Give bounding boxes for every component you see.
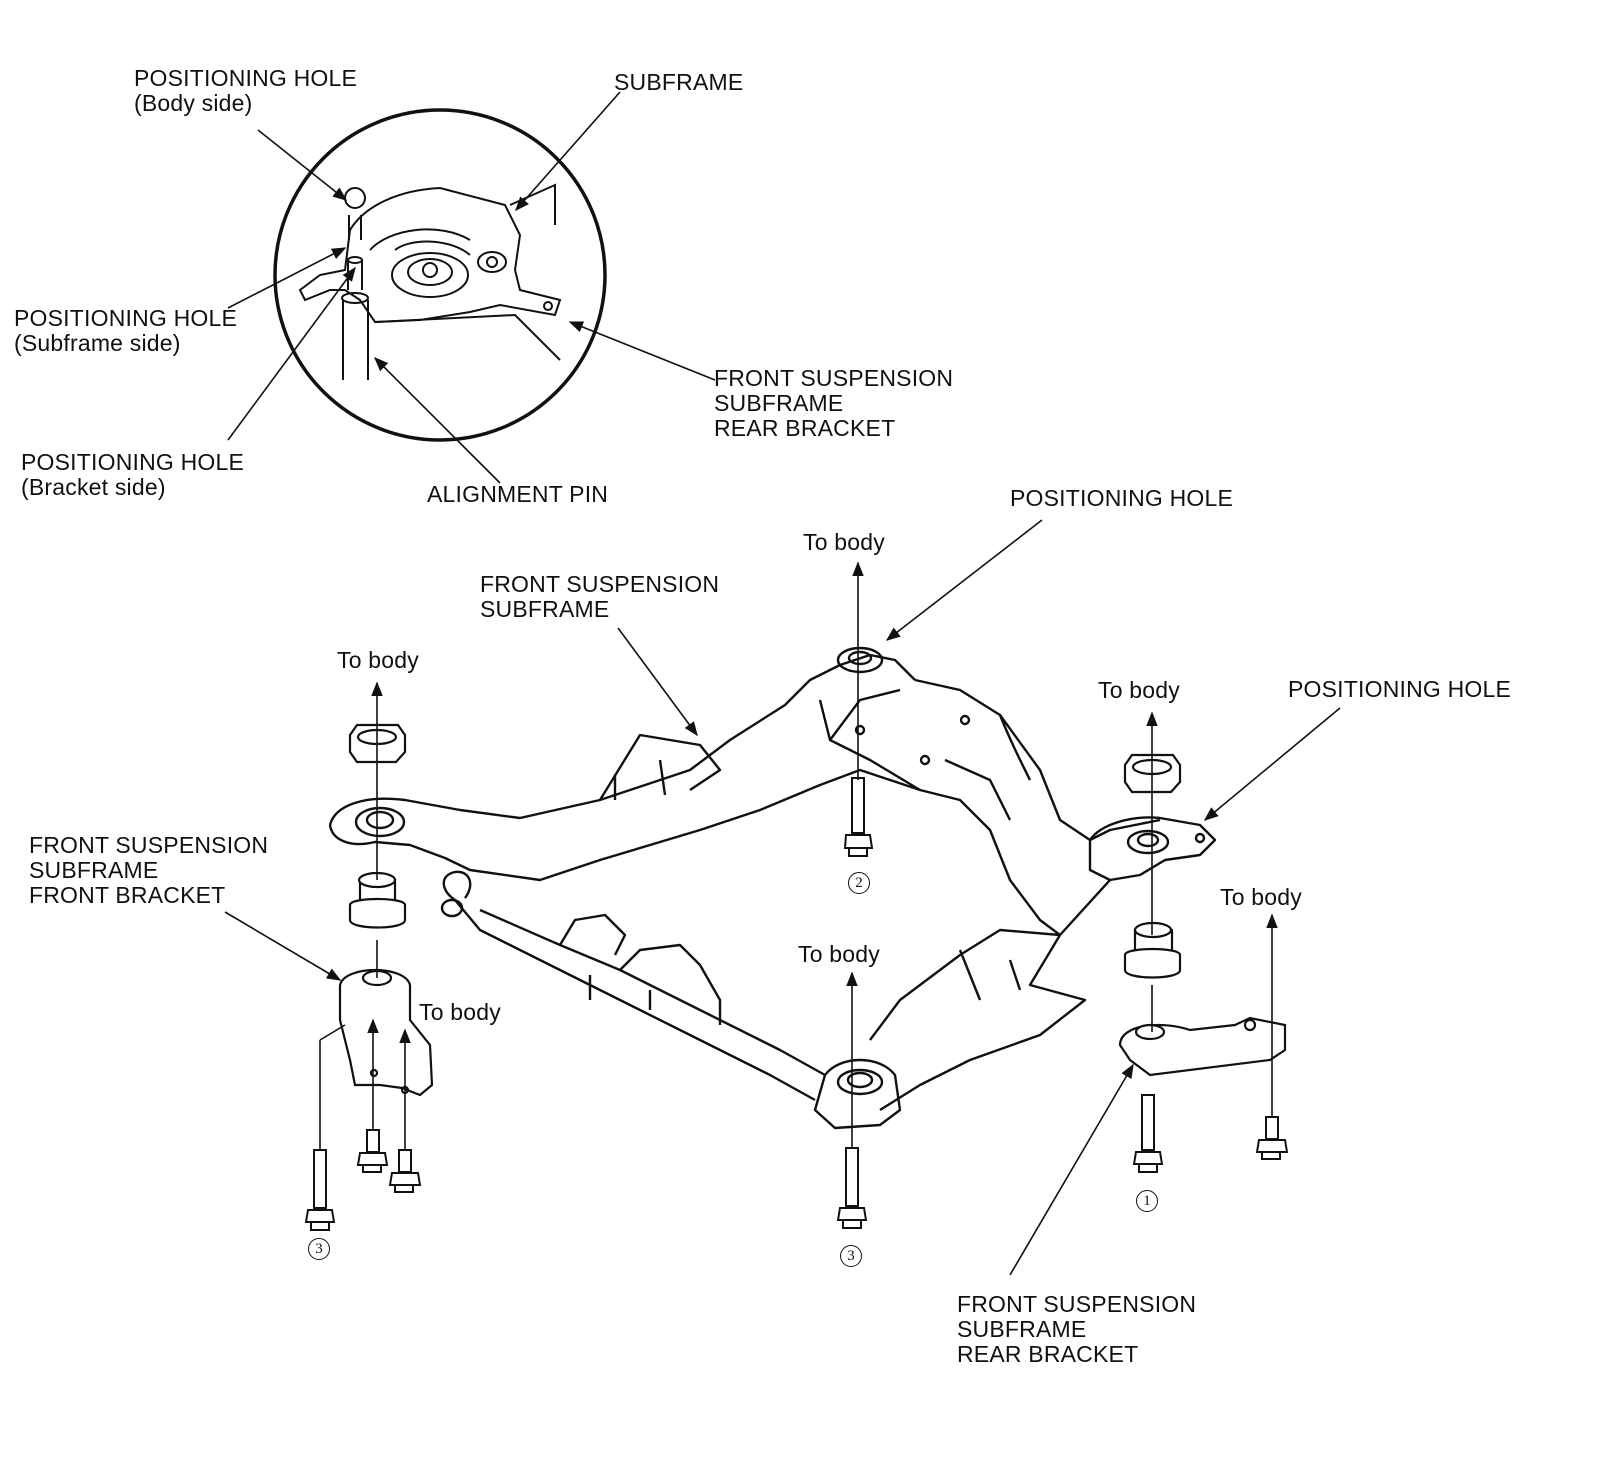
label-front-suspension-subframe: FRONT SUSPENSION SUBFRAME — [480, 571, 720, 622]
label-rear-bracket-detail: FRONT SUSPENSION SUBFRAME REAR BRACKET — [714, 365, 954, 441]
label-to-body-far-right: To body — [1220, 884, 1302, 910]
label-rear-bracket-main: FRONT SUSPENSION SUBFRAME REAR BRACKET — [957, 1291, 1197, 1367]
label-positioning-hole-body-side: POSITIONING HOLE (Body side) — [134, 65, 358, 116]
bolt-number-3-left: 3 — [308, 1238, 330, 1260]
label-positioning-hole-subframe-side: POSITIONING HOLE (Subframe side) — [14, 305, 238, 356]
label-front-bracket: FRONT SUSPENSION SUBFRAME FRONT BRACKET — [29, 832, 269, 908]
detail-view — [273, 108, 607, 442]
label-to-body-center-top: To body — [803, 529, 885, 555]
label-to-body-left: To body — [337, 647, 419, 673]
detail-leaders — [227, 91, 716, 484]
bolt-number-2: 2 — [848, 872, 870, 894]
label-to-body-right: To body — [1098, 677, 1180, 703]
label-positioning-hole-bracket-side: POSITIONING HOLE (Bracket side) — [21, 449, 245, 500]
direction-arrows — [319, 561, 1278, 1150]
subframe-body — [328, 646, 1217, 1130]
label-to-body-front-bracket: To body — [419, 999, 501, 1025]
label-to-body-center-bottom: To body — [798, 941, 880, 967]
bolt-number-1: 1 — [1136, 1190, 1158, 1212]
label-alignment-pin: ALIGNMENT PIN — [427, 481, 609, 507]
main-leaders — [224, 519, 1341, 1276]
label-positioning-hole-top: POSITIONING HOLE — [1010, 485, 1234, 511]
label-positioning-hole-right: POSITIONING HOLE — [1288, 676, 1512, 702]
bolt-number-3-center: 3 — [840, 1245, 862, 1267]
label-subframe: SUBFRAME — [614, 69, 744, 95]
